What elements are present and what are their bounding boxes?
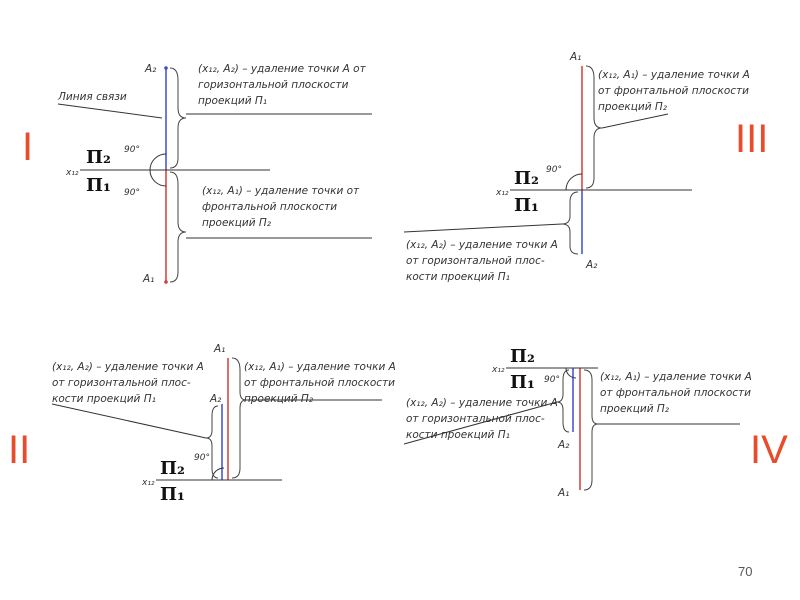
panel-III-angle-arc [565,173,583,191]
panel-III-bottom-note-1: (x₁₂, A₂) – удаление точки A [406,239,558,251]
panel-I-angle-bottom: 90° [124,188,140,198]
panel-II-leader-left [51,403,207,439]
panel-I: I A₂ A₁ x₁₂ П₂ П₁ 90° 90° Линия связи (x… [22,63,372,285]
panel-II-numeral: II [8,428,30,472]
panel-I-angle-arc-bottom [149,169,167,187]
panel-II: II A₁ A₂ x₁₂ П₂ П₁ 90° (x₁₂, A₂) – удале… [8,343,396,505]
panel-II-label-a1: A₁ [213,343,225,355]
panel-II-left-note-2: от горизонтальной плос- [52,377,191,389]
page-number: 70 [738,564,752,579]
panel-IV-left-note-3: кости проекций П₁ [406,429,510,441]
panel-II-right-note-3: проекций П₂ [244,393,314,405]
panel-III-bottom-note-2: от горизонтальной плос- [406,255,545,267]
panel-II-pi2: П₂ [160,458,185,479]
panel-IV-left-note-2: от горизонтальной плос- [406,413,545,425]
panel-I-bottom-note-2: фронтальной плоскости [202,201,337,213]
panel-IV-right-note-1: (x₁₂, A₁) – удаление точки A [600,371,752,383]
panel-I-top-note-1: (x₁₂, A₂) – удаление точки A от [198,63,367,75]
panel-I-label-a2: A₂ [144,63,157,75]
panel-III: III A₁ A₂ x₁₂ П₂ П₁ 90° (x₁₂, A₁) – удал… [403,51,768,283]
panel-II-label-a2: A₂ [209,393,222,405]
panel-I-axis-label: x₁₂ [65,168,79,178]
panel-I-point-a2 [164,66,168,70]
panel-III-bottom-note-3: кости проекций П₁ [406,271,510,283]
panel-III-leader-top [601,113,669,129]
panel-II-pi1: П₁ [160,484,185,505]
panel-IV-brace-right [583,369,599,491]
panel-IV-numeral: IV [750,428,788,472]
panel-II-right-note-1: (x₁₂, A₁) – удаление точки A [244,361,396,373]
panel-I-brace-top [169,67,187,169]
panel-II-left-note-3: кости проекций П₁ [52,393,156,405]
panel-I-numeral: I [22,125,33,169]
panel-I-top-note-3: проекций П₁ [198,95,267,107]
panel-IV-leader-left [403,401,558,445]
panel-III-label-a2: A₂ [585,259,598,271]
panel-I-angle-arc-top [149,153,167,171]
panel-IV-right-note-3: проекций П₂ [600,403,670,415]
panel-I-label-a1: A₁ [142,273,154,285]
panel-III-pi1: П₁ [514,195,539,216]
panel-I-link-leader [57,103,163,119]
panel-II-angle-arc [211,467,225,481]
panel-II-angle: 90° [194,453,210,463]
panel-IV-right-note-2: от фронтальной плоскости [600,387,751,399]
panel-I-point-a1 [164,280,168,284]
panel-III-leader-bottom [403,223,563,233]
panel-I-bottom-note-1: (x₁₂, A₁) – удаление точки от [202,185,360,197]
panel-III-top-note-3: проекций П₂ [598,101,668,113]
panel-I-link-line-label: Линия связи [57,91,127,103]
panel-IV-angle-arc [565,367,577,379]
panel-III-pi2: П₂ [514,168,539,189]
panel-II-brace-right [231,357,247,479]
panel-IV-label-a1: A₁ [557,487,569,499]
panel-III-top-note-1: (x₁₂, A₁) – удаление точки A [598,69,750,81]
panel-I-pi1: П₁ [86,175,111,196]
panel-II-right-note-2: от фронтальной плоскости [244,377,395,389]
panel-I-pi2: П₂ [86,147,111,168]
panel-III-axis-label: x₁₂ [495,188,509,198]
panel-III-brace-bottom [561,191,579,255]
panel-I-top-note-2: горизонтальной плоскости [198,79,349,91]
panel-IV-left-note-1: (x₁₂, A₂) – удаление точки A [406,397,558,409]
panel-IV-label-a2: A₂ [557,439,570,451]
panel-I-bottom-note-3: проекций П₂ [202,217,272,229]
panel-IV-angle: 90° [544,375,560,385]
panel-IV: IV A₂ A₁ x₁₂ П₂ П₁ 90° (x₁₂, A₂) – удале… [403,346,788,499]
panel-II-brace-left [205,405,219,479]
panel-IV-axis-label: x₁₂ [491,365,505,375]
panel-III-numeral: III [735,117,768,161]
panel-III-top-note-2: от фронтальной плоскости [598,85,749,97]
panel-IV-pi1: П₁ [510,372,535,393]
panel-I-angle-top: 90° [124,145,140,155]
panel-III-angle: 90° [546,165,562,175]
panel-III-label-a1: A₁ [569,51,581,63]
panel-II-axis-label: x₁₂ [141,478,155,488]
panel-I-brace-bottom [169,171,187,283]
panel-II-left-note-1: (x₁₂, A₂) – удаление точки A [52,361,204,373]
panel-IV-pi2: П₂ [510,346,535,367]
